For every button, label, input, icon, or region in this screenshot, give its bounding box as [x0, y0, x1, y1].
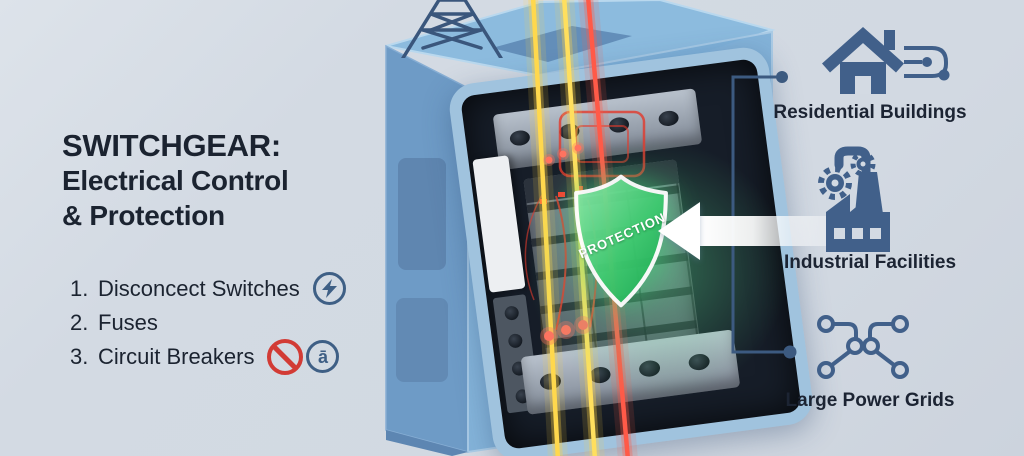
- app-label-residential: Residential Buildings: [773, 102, 967, 123]
- page-title: SWITCHGEAR: Electrical Control & Protect…: [62, 128, 289, 233]
- item-label: Disconcect Switches: [98, 275, 300, 301]
- item-label: Circuit Breakers: [98, 343, 255, 369]
- arrow-left-icon: [658, 202, 700, 260]
- title-line-2: Electrical Control: [62, 165, 289, 196]
- app-label-grids: Large Power Grids: [785, 390, 955, 411]
- no-entry-icon: [267, 338, 304, 375]
- list-item-disconnect-switches: 1. Disconcect Switches: [70, 272, 346, 305]
- item-label: Fuses: [98, 309, 158, 335]
- power-grid-network-icon: [817, 315, 909, 379]
- item-number: 2.: [70, 309, 89, 335]
- factory-gears-icon: [818, 146, 890, 252]
- item-number: 1.: [70, 275, 89, 301]
- components-list: 1. Disconcect Switches 2. Fuses 3. Circu…: [70, 272, 346, 375]
- lightning-circle-icon: [312, 272, 346, 305]
- app-label-industrial: Industrial Facilities: [783, 252, 957, 273]
- transmission-tower-icon: [401, 0, 503, 58]
- protection-shield-icon: [574, 174, 668, 308]
- list-item-circuit-breakers: 3. Circuit Breakers ā: [70, 338, 346, 375]
- breaker-circle-icon: ā: [306, 340, 340, 373]
- shield-glow: [528, 140, 788, 400]
- house-circuit-icon: [822, 26, 950, 94]
- item-number: 3.: [70, 343, 89, 369]
- title-line-3: & Protection: [62, 200, 225, 231]
- list-item-fuses: 2. Fuses: [70, 306, 346, 339]
- title-line-1: SWITCHGEAR:: [62, 128, 281, 163]
